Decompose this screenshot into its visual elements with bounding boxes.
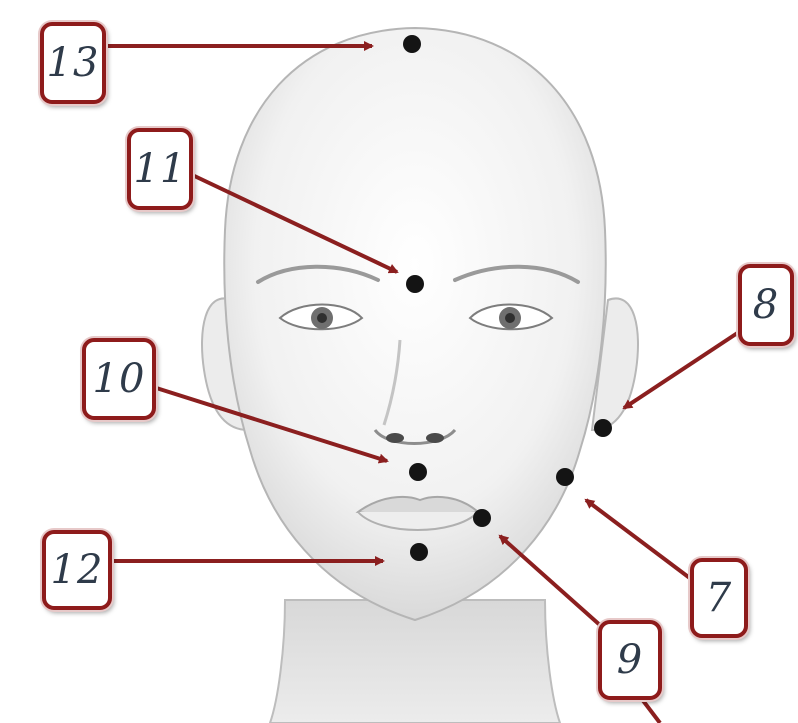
point-7 — [556, 468, 574, 486]
point-10 — [409, 463, 427, 481]
arrow-8 — [624, 328, 745, 408]
point-13 — [403, 35, 421, 53]
head-shape — [224, 28, 605, 620]
label-10: 10 — [82, 338, 156, 420]
point-8 — [594, 419, 612, 437]
point-12 — [410, 543, 428, 561]
right-pupil — [505, 313, 515, 323]
label-12: 12 — [42, 530, 112, 610]
left-pupil — [317, 313, 327, 323]
left-nostril — [386, 433, 404, 443]
arrow-7 — [586, 500, 703, 588]
label-13: 13 — [40, 22, 106, 104]
label-9: 9 — [598, 620, 662, 700]
right-nostril — [426, 433, 444, 443]
label-8: 8 — [738, 264, 794, 346]
label-7: 7 — [690, 558, 748, 638]
point-9 — [473, 509, 491, 527]
point-11 — [406, 275, 424, 293]
label-11: 11 — [127, 128, 193, 210]
